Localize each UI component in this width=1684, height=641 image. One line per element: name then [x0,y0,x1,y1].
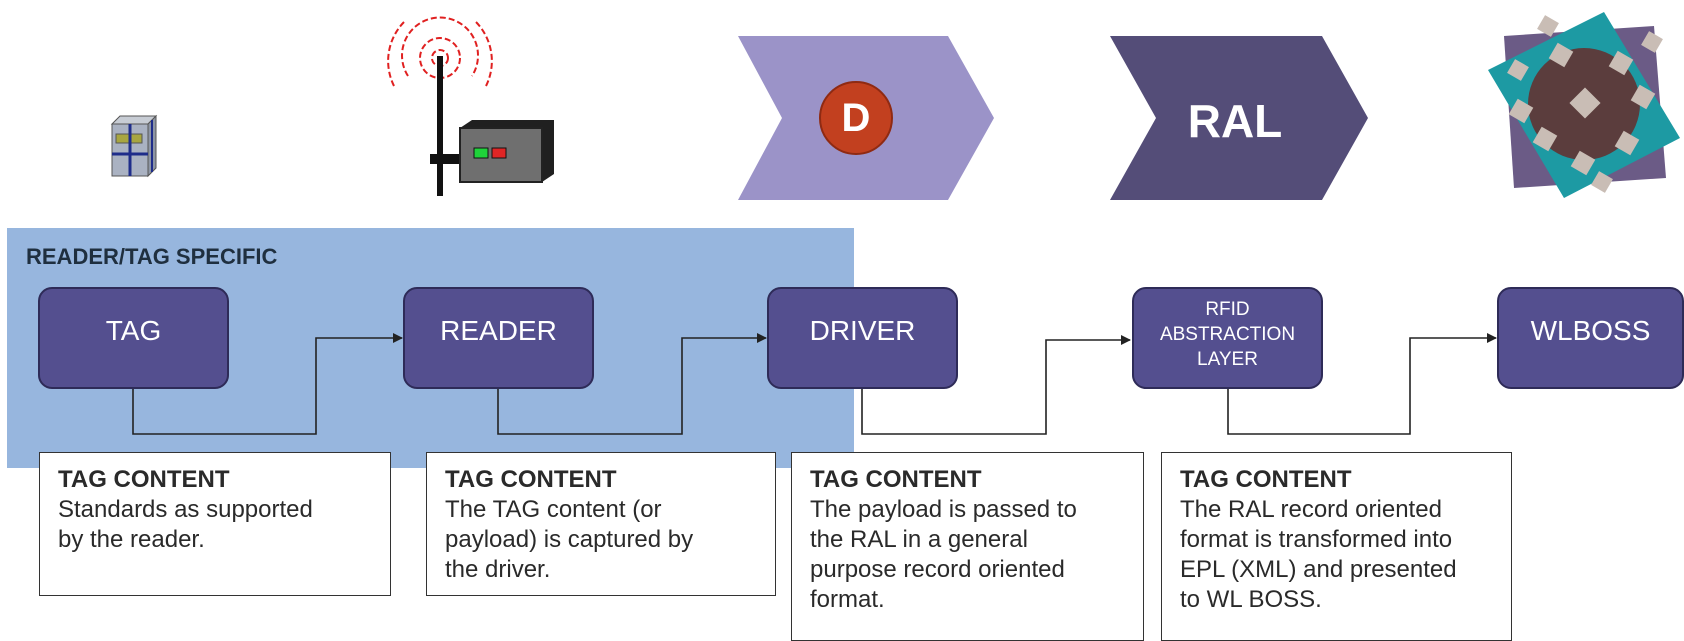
ral-content-note: TAG CONTENT The RAL record oriented form… [1161,452,1512,641]
reader-box-label: READER [440,315,557,346]
ral-box-line: RFID [1205,299,1250,320]
connector-ral-wlboss [1227,333,1497,435]
ral-box-line: ABSTRACTION [1159,324,1296,345]
tag-package-icon [110,114,158,178]
ral-chevron-label: RAL [1187,95,1283,147]
driver-box: DRIVER [767,287,958,389]
connector-tag-reader [132,333,403,435]
driver-chevron-letter: D [841,96,871,140]
note-line: to WL BOSS. [1180,586,1322,613]
driver-content-note: TAG CONTENT The payload is passed to the… [791,452,1144,641]
note-line: The TAG content (or [445,496,662,523]
driver-box-label: DRIVER [809,315,916,346]
note-heading: TAG CONTENT [445,466,617,493]
reader-box: READER [403,287,594,389]
wlboss-box: WLBOSS [1497,287,1684,389]
note-line: the RAL in a general [810,526,1028,553]
connector-driver-ral [861,335,1131,435]
wlboss-box-label: WLBOSS [1530,315,1651,346]
note-line: The RAL record oriented [1180,496,1442,523]
note-heading: TAG CONTENT [58,466,230,493]
note-line: Standards as supported [58,496,313,523]
note-line: EPL (XML) and presented [1180,556,1457,583]
connector-reader-driver [497,333,767,435]
note-heading: TAG CONTENT [810,466,982,493]
ral-box-line: LAYER [1197,349,1258,370]
ral-chevron-icon [1110,36,1368,200]
note-line: purpose record oriented [810,556,1065,583]
note-line: format is transformed into [1180,526,1453,553]
tag-box-label: TAG [105,315,162,346]
rfid-reader-antenna-icon [387,16,554,196]
note-heading: TAG CONTENT [1180,466,1352,493]
driver-chevron-icon [738,36,994,200]
note-line: The payload is passed to [810,496,1077,523]
note-line: format. [810,586,885,613]
region-label: READER/TAG SPECIFIC [26,244,278,269]
ral-box: RFID ABSTRACTION LAYER [1132,287,1323,389]
tag-content-note: TAG CONTENT Standards as supported by th… [39,452,391,596]
note-line: payload) is captured by [445,526,694,553]
wlboss-logo-icon [1488,12,1680,198]
note-line: the driver. [445,556,551,583]
reader-content-note: TAG CONTENT The TAG content (or payload)… [426,452,776,596]
note-line: by the reader. [58,526,205,553]
tag-box: TAG [38,287,229,389]
